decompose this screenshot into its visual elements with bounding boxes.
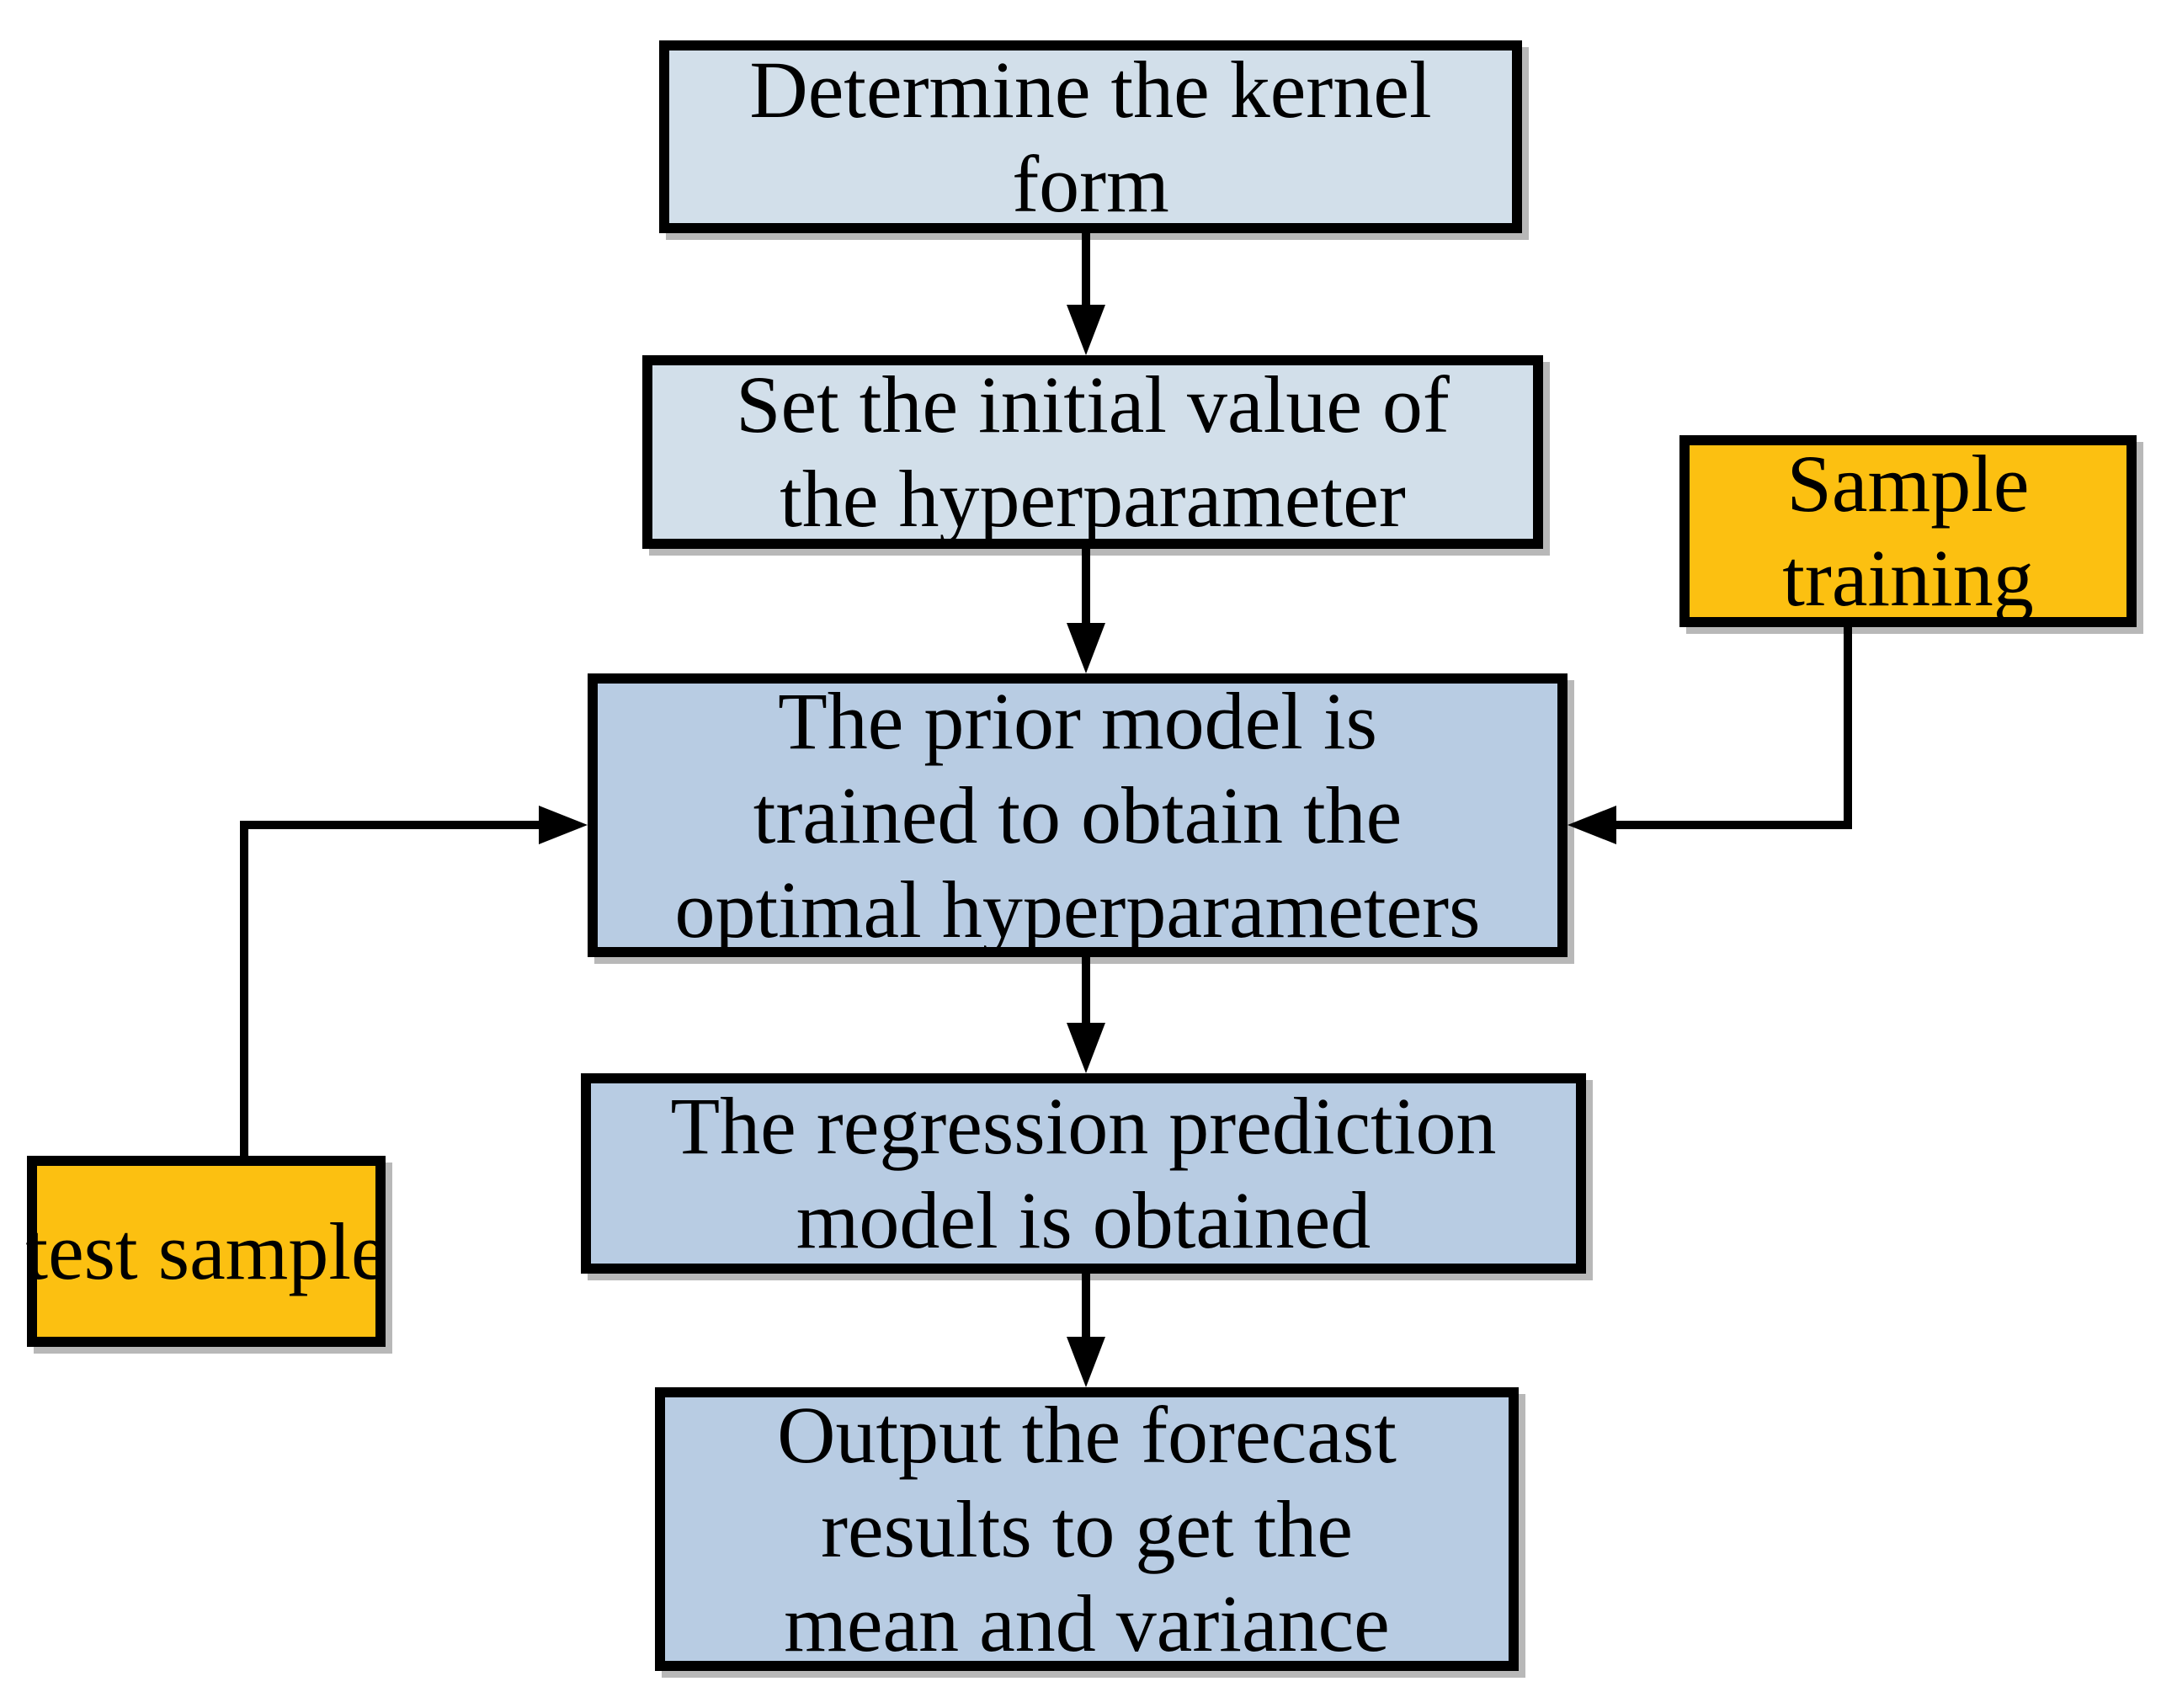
node-label-line: mean and variance: [784, 1578, 1390, 1668]
arrowhead-right-icon: [539, 806, 588, 844]
node-label-line: Set the initial value of: [736, 359, 1450, 450]
node-regression-prediction-model: The regression prediction model is obtai…: [581, 1073, 1586, 1274]
node-determine-kernel-form: Determine the kernel form: [659, 40, 1522, 233]
node-label-line: training: [1782, 533, 2034, 623]
node-label-line: Sample: [1786, 439, 2030, 529]
node-label-line: Output the forecast: [777, 1389, 1397, 1480]
arrow-kernel-to-initial: [1082, 229, 1090, 310]
node-sample-training: Sample training: [1679, 435, 2137, 627]
node-label-line: trained to obtain the: [753, 769, 1403, 860]
arrowhead-left-icon: [1568, 806, 1616, 844]
node-output-forecast-results: Output the forecast results to get the m…: [655, 1387, 1519, 1671]
node-label-line: results to get the: [821, 1483, 1353, 1574]
arrow-sample-training-horizontal: [1615, 821, 1852, 829]
node-label-line: the hyperparameter: [780, 454, 1406, 544]
node-label-line: optimal hyperparameters: [674, 864, 1481, 955]
node-label-line: Determine the kernel: [749, 44, 1432, 135]
node-test-sample: test sample: [25, 1156, 387, 1347]
arrowhead-down-icon: [1067, 623, 1105, 673]
arrow-regression-to-output: [1082, 1269, 1090, 1341]
arrowhead-down-icon: [1067, 305, 1105, 355]
arrow-initial-to-prior: [1082, 545, 1090, 627]
arrowhead-down-icon: [1067, 1337, 1105, 1387]
node-label-line: form: [1012, 138, 1169, 229]
arrow-sample-training-vertical: [1844, 627, 1852, 829]
node-set-initial-value: Set the initial value of the hyperparame…: [642, 355, 1543, 549]
arrow-prior-to-regression: [1082, 953, 1090, 1027]
arrowhead-down-icon: [1067, 1023, 1105, 1073]
node-label-line: test sample: [25, 1205, 387, 1296]
node-label-line: The regression prediction: [670, 1081, 1497, 1171]
arrow-test-sample-vertical: [240, 821, 248, 1156]
arrow-test-sample-horizontal: [240, 821, 543, 829]
node-prior-model-training: The prior model is trained to obtain the…: [588, 673, 1568, 957]
node-label-line: model is obtained: [796, 1175, 1371, 1265]
node-label-line: The prior model is: [778, 675, 1377, 766]
